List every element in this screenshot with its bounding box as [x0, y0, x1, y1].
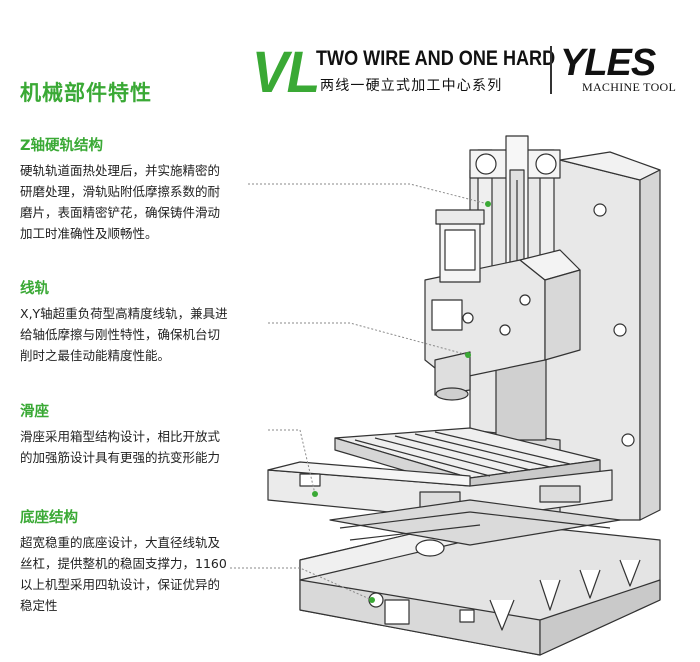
- callout-dot-linear-rail: [465, 352, 471, 358]
- header-title: TWO WIRE AND ONE HARD: [316, 47, 556, 70]
- feature-description: X,Y轴超重负荷型高精度线轨，兼具进 给轴低摩擦与刚性特性，确保机台切 削时之最…: [20, 306, 228, 363]
- logo-text: YLES: [560, 42, 656, 84]
- callout-dot-base: [369, 597, 375, 603]
- logo-subtext: MACHINE TOOL: [582, 80, 677, 94]
- feature-base-structure: 底座结构 超宽稳重的底座设计，大直径线轨及 丝杠，提供整机的稳固支撑力，1160…: [20, 508, 270, 616]
- spindle-head: [424, 209, 581, 401]
- feature-description: 滑座采用箱型结构设计，相比开放式 的加强筋设计具有更强的抗变形能力: [20, 429, 221, 465]
- feature-description: 超宽稳重的底座设计，大直径线轨及 丝杠，提供整机的稳固支撑力，1160 以上机型…: [20, 535, 227, 613]
- callout-dot-z-axis: [485, 201, 491, 207]
- feature-title: 线轨: [20, 281, 49, 297]
- leader-z-axis: [248, 183, 489, 205]
- brand-logo: YLES: [560, 42, 656, 84]
- feature-title: Z轴硬轨结构: [20, 138, 104, 154]
- feature-saddle: 滑座 滑座采用箱型结构设计，相比开放式 的加强筋设计具有更强的抗变形能力: [20, 402, 270, 468]
- header-subtitle: 两线一硬立式加工中心系列: [320, 78, 503, 94]
- machine-base: [299, 499, 661, 656]
- feature-title: 滑座: [20, 404, 49, 420]
- feature-z-axis-hard-rail: Z轴硬轨结构 硬轨轨道面热处理后，并实施精密的 研磨处理，滑轨贴附低摩擦系数的耐…: [20, 136, 270, 244]
- page-heading: 机械部件特性: [20, 81, 152, 105]
- work-table: [334, 427, 601, 491]
- series-code: VL: [251, 40, 321, 105]
- feature-title: 底座结构: [20, 510, 78, 526]
- callout-leaders: [230, 183, 491, 603]
- header-divider: [550, 46, 552, 94]
- leader-base: [230, 567, 373, 601]
- feature-linear-rail: 线轨 X,Y轴超重负荷型高精度线轨，兼具进 给轴低摩擦与刚性特性，确保机台切 削…: [20, 279, 270, 366]
- feature-description: 硬轨轨道面热处理后，并实施精密的 研磨处理，滑轨贴附低摩擦系数的耐 磨片，表面精…: [20, 163, 221, 241]
- saddle: [267, 461, 613, 521]
- callout-dot-saddle: [312, 491, 318, 497]
- leader-saddle: [268, 429, 316, 495]
- leader-linear-rail: [268, 322, 469, 356]
